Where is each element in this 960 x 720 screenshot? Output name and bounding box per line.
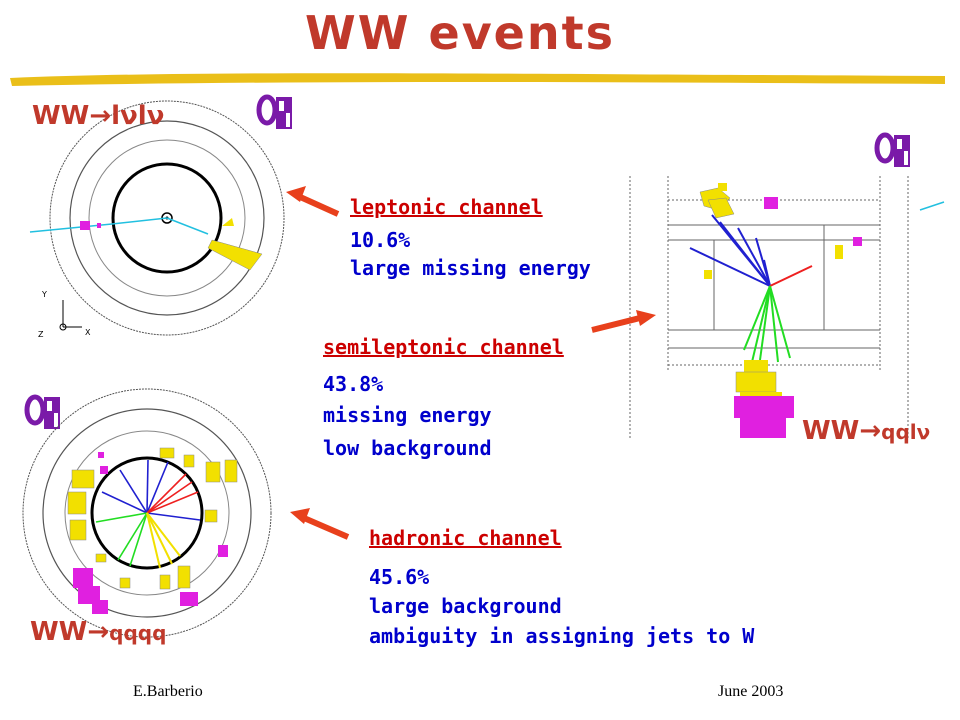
footer-author: E.Barberio <box>133 683 203 700</box>
event-label-lvlv: WW→lνlν <box>32 101 164 131</box>
opal-logo-1 <box>256 94 292 129</box>
arrow-hadronic <box>290 508 350 540</box>
hadronic-note-2: ambiguity in assigning jets to W <box>369 624 755 648</box>
hadronic-fraction: 45.6% <box>369 565 430 589</box>
axis-label-y: Y <box>42 290 47 299</box>
arrow-icon: → <box>87 617 110 647</box>
footer-date: June 2003 <box>718 683 784 700</box>
event-label-qqqq: WW→qqqq <box>30 617 166 647</box>
semileptonic-note-2: low background <box>323 436 492 460</box>
arrow-leptonic <box>286 186 340 217</box>
event-label-qqqq-suffix: qqqq <box>109 621 167 645</box>
axis-label-z: Z <box>38 330 44 339</box>
hadronic-note-1: large background <box>369 594 562 618</box>
slide-title: WW events <box>305 6 615 60</box>
event-label-lvlv-prefix: WW <box>32 101 90 131</box>
leptonic-fraction: 10.6% <box>350 228 411 252</box>
arrow-icon: → <box>89 101 112 131</box>
leptonic-event-display <box>29 100 285 336</box>
opal-logo-3 <box>24 394 60 429</box>
opal-logo-2 <box>874 132 910 167</box>
axis-label-x: X <box>85 328 91 337</box>
semileptonic-fraction: 43.8% <box>323 372 384 396</box>
leptonic-note: large missing energy <box>350 256 591 280</box>
semileptonic-heading: semileptonic channel <box>323 335 564 359</box>
hadronic-event-display <box>22 388 272 638</box>
semileptonic-event-display <box>629 176 945 438</box>
semileptonic-note-1: missing energy <box>323 403 492 427</box>
leptonic-heading: leptonic channel <box>350 195 543 219</box>
event-label-qqlv-prefix: WW <box>802 416 860 446</box>
title-underline <box>10 73 945 86</box>
arrow-icon: → <box>859 416 882 446</box>
event-label-qqlv-suffix: qqlν <box>881 420 931 444</box>
event-label-lvlv-suffix: lνlν <box>111 101 165 131</box>
hadronic-heading: hadronic channel <box>369 526 562 550</box>
arrow-semileptonic <box>591 310 656 333</box>
event-label-qqlv: WW→qqlν <box>802 416 930 446</box>
event-label-qqqq-prefix: WW <box>30 617 88 647</box>
